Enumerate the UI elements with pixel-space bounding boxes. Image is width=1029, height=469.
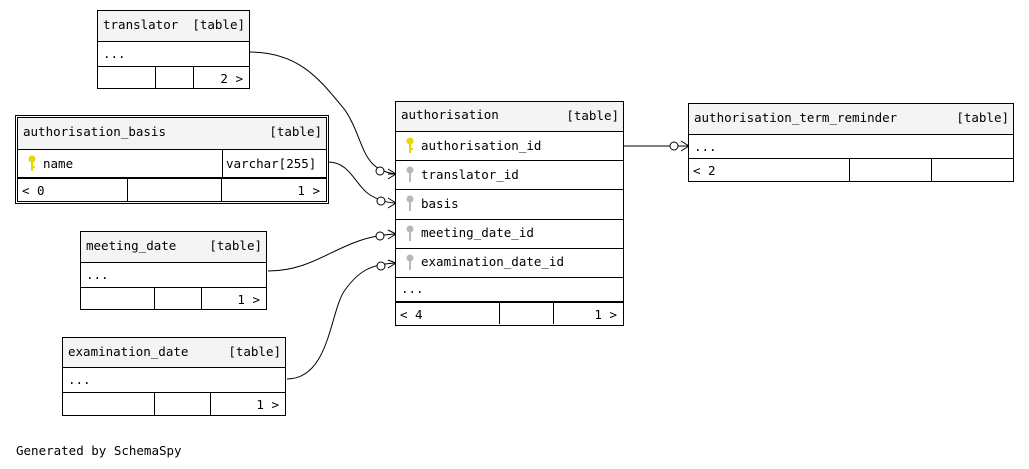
spacer-cell	[155, 288, 202, 309]
more-columns: ...	[103, 46, 126, 61]
children-count-cell[interactable]	[81, 288, 155, 309]
children-count-cell[interactable]: < 4	[396, 303, 500, 324]
parents-count: 2 >	[220, 71, 243, 86]
foreign-key-icon	[406, 225, 414, 241]
generated-by-footer: Generated by SchemaSpy	[16, 443, 182, 458]
children-count: < 4	[400, 307, 423, 322]
column-type: varchar[255]	[226, 156, 317, 171]
table-name: translator	[103, 17, 179, 32]
column-row-meeting-date-id[interactable]: meeting_date_id	[396, 220, 623, 249]
column-row-basis[interactable]: basis	[396, 190, 623, 220]
table-footer: 2 >	[98, 67, 249, 88]
table-name: authorisation_basis	[23, 124, 166, 139]
edge-examination-date	[286, 262, 397, 380]
parents-count-cell[interactable]: 1 >	[202, 288, 266, 309]
column-name: authorisation_id	[421, 138, 542, 153]
foreign-key-icon	[406, 254, 414, 270]
parents-count-cell[interactable]	[932, 159, 1013, 181]
foreign-key-icon	[406, 166, 414, 182]
table-footer: 1 >	[81, 288, 266, 309]
more-columns: ...	[694, 139, 717, 154]
column-name: meeting_date_id	[421, 225, 534, 240]
more-columns-row: ...	[689, 135, 1013, 159]
spacer-cell	[850, 159, 932, 181]
children-count-cell[interactable]	[98, 67, 156, 88]
table-header[interactable]: meeting_date [table]	[81, 232, 266, 263]
table-name: examination_date	[68, 344, 189, 359]
children-count: < 2	[693, 163, 716, 178]
parents-count-cell[interactable]: 2 >	[194, 67, 249, 88]
table-name: authorisation	[401, 107, 499, 122]
children-count-cell[interactable]	[63, 393, 155, 415]
more-columns: ...	[86, 267, 109, 282]
table-header[interactable]: examination_date [table]	[63, 338, 285, 368]
column-name: translator_id	[421, 167, 519, 182]
table-tag: [table]	[956, 110, 1009, 125]
table-name: meeting_date	[86, 238, 177, 253]
column-name: examination_date_id	[421, 254, 564, 269]
parents-count: 1 >	[256, 397, 279, 412]
column-name: name	[43, 156, 74, 171]
parents-count-cell[interactable]: 1 >	[554, 303, 623, 324]
edge-translator	[248, 51, 397, 175]
edge-authorisation-basis	[327, 161, 397, 204]
parents-count: 1 >	[237, 292, 260, 307]
more-columns-row: ...	[81, 263, 266, 288]
table-header[interactable]: translator [table]	[98, 11, 249, 42]
more-columns: ...	[401, 281, 424, 296]
spacer-cell	[500, 303, 554, 324]
more-columns-row: ...	[63, 368, 285, 393]
parents-count-cell[interactable]: 1 >	[211, 393, 285, 415]
parents-count-cell[interactable]: 1 >	[222, 179, 326, 201]
table-authorisation-basis[interactable]: authorisation_basis [table] name varchar…	[15, 115, 329, 204]
table-tag: [table]	[192, 17, 245, 32]
spacer-cell	[155, 393, 211, 415]
table-tag: [table]	[209, 238, 262, 253]
column-row[interactable]: name varchar[255]	[18, 150, 326, 178]
column-row-translator-id[interactable]: translator_id	[396, 161, 623, 190]
table-authorisation[interactable]: authorisation [table] authorisation_id t…	[395, 101, 624, 326]
column-name-cell: name	[18, 150, 223, 177]
foreign-key-icon	[406, 195, 414, 211]
table-tag: [table]	[566, 108, 619, 123]
primary-key-icon	[406, 137, 414, 153]
table-meeting-date[interactable]: meeting_date [table] ... 1 >	[80, 231, 267, 310]
table-header[interactable]: authorisation_basis [table]	[18, 118, 326, 150]
table-name: authorisation_term_reminder	[694, 110, 898, 125]
parents-count: 1 >	[594, 307, 617, 322]
table-footer: 1 >	[63, 393, 285, 415]
table-examination-date[interactable]: examination_date [table] ... 1 >	[62, 337, 286, 416]
children-count-cell[interactable]: < 2	[689, 159, 850, 181]
column-row-authorisation-id[interactable]: authorisation_id	[396, 132, 623, 161]
column-name: basis	[421, 196, 459, 211]
column-type-cell: varchar[255]	[223, 150, 326, 177]
table-translator[interactable]: translator [table] ... 2 >	[97, 10, 250, 89]
children-count: < 0	[22, 183, 45, 198]
spacer-cell	[156, 67, 194, 88]
parents-count: 1 >	[297, 183, 320, 198]
table-footer: < 2	[689, 159, 1013, 181]
children-count-cell[interactable]: < 0	[18, 179, 128, 201]
table-footer: < 0 1 >	[18, 178, 326, 201]
more-columns-row: ...	[98, 42, 249, 67]
more-columns-row: ...	[396, 278, 623, 302]
table-tag: [table]	[228, 344, 281, 359]
column-row-examination-date-id[interactable]: examination_date_id	[396, 249, 623, 278]
spacer-cell	[128, 179, 222, 201]
table-footer: < 4 1 >	[396, 302, 623, 324]
primary-key-icon	[28, 155, 36, 171]
table-header[interactable]: authorisation [table]	[396, 102, 623, 132]
table-authorisation-term-reminder[interactable]: authorisation_term_reminder [table] ... …	[688, 103, 1014, 182]
table-tag: [table]	[269, 124, 322, 139]
more-columns: ...	[68, 372, 91, 387]
table-header[interactable]: authorisation_term_reminder [table]	[689, 104, 1013, 135]
